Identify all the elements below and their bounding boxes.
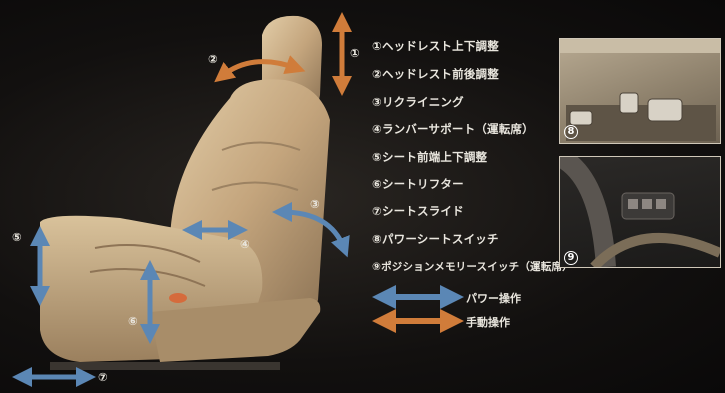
feature-item-6: ⑥シートリフター [372, 176, 464, 192]
marker-6: ⑥ [128, 314, 138, 328]
feature-item-1: ①ヘッドレスト上下調整 [372, 38, 499, 54]
feature-num: ⑨ [372, 261, 382, 273]
feature-item-8: ⑧パワーシートスイッチ [372, 231, 499, 247]
feature-item-3: ③リクライニング [372, 94, 464, 110]
feature-num: ④ [372, 122, 382, 136]
feature-text: ヘッドレスト前後調整 [381, 67, 499, 81]
seat-rail [50, 362, 280, 370]
marker-4: ④ [240, 237, 250, 251]
memory-switch-photo [560, 157, 720, 267]
feature-num: ① [372, 39, 382, 53]
marker-7: ⑦ [98, 370, 108, 384]
feature-num: ⑦ [372, 204, 382, 218]
feature-num: ⑤ [372, 150, 382, 164]
marker-2: ② [208, 52, 218, 66]
marker-5: ⑤ [12, 230, 22, 244]
feature-num: ③ [372, 95, 382, 109]
feature-text: パワーシートスイッチ [381, 232, 499, 246]
feature-text: ヘッドレスト上下調整 [381, 39, 499, 53]
legend-power-label: パワー操作 [466, 292, 521, 305]
feature-item-2: ②ヘッドレスト前後調整 [372, 66, 499, 82]
feature-item-9: ⑨ポジションメモリースイッチ（運転席） [372, 259, 573, 274]
feature-text: シートスライド [381, 204, 464, 218]
feature-text: ランバーサポート（運転席） [381, 122, 534, 136]
feature-num: ⑧ [372, 232, 382, 246]
feature-num: ② [372, 67, 382, 81]
feature-item-4: ④ランバーサポート（運転席） [372, 121, 534, 137]
feature-item-7: ⑦シートスライド [372, 203, 464, 219]
feature-num: ⑥ [372, 177, 382, 191]
inset-memory-switch: 9 [559, 156, 721, 268]
legend-manual-label: 手動操作 [466, 316, 510, 329]
arrow-headrest-tilt [214, 55, 306, 83]
inset-8-badge: 8 [564, 125, 578, 139]
feature-text: ポジションメモリースイッチ（運転席） [381, 261, 573, 273]
feature-item-5: ⑤シート前端上下調整 [372, 149, 487, 165]
inset-9-badge: 9 [564, 251, 578, 265]
feature-text: リクライニング [381, 95, 464, 109]
marker-3: ③ [310, 197, 320, 211]
feature-text: シート前端上下調整 [381, 150, 488, 164]
feature-text: シートリフター [381, 177, 464, 191]
marker-1: ① [350, 46, 360, 60]
power-seat-switch-photo [560, 39, 720, 141]
seat-side-panel [150, 298, 321, 362]
inset-power-seat-switch: 8 [559, 38, 721, 144]
arrow-recline [272, 202, 350, 258]
